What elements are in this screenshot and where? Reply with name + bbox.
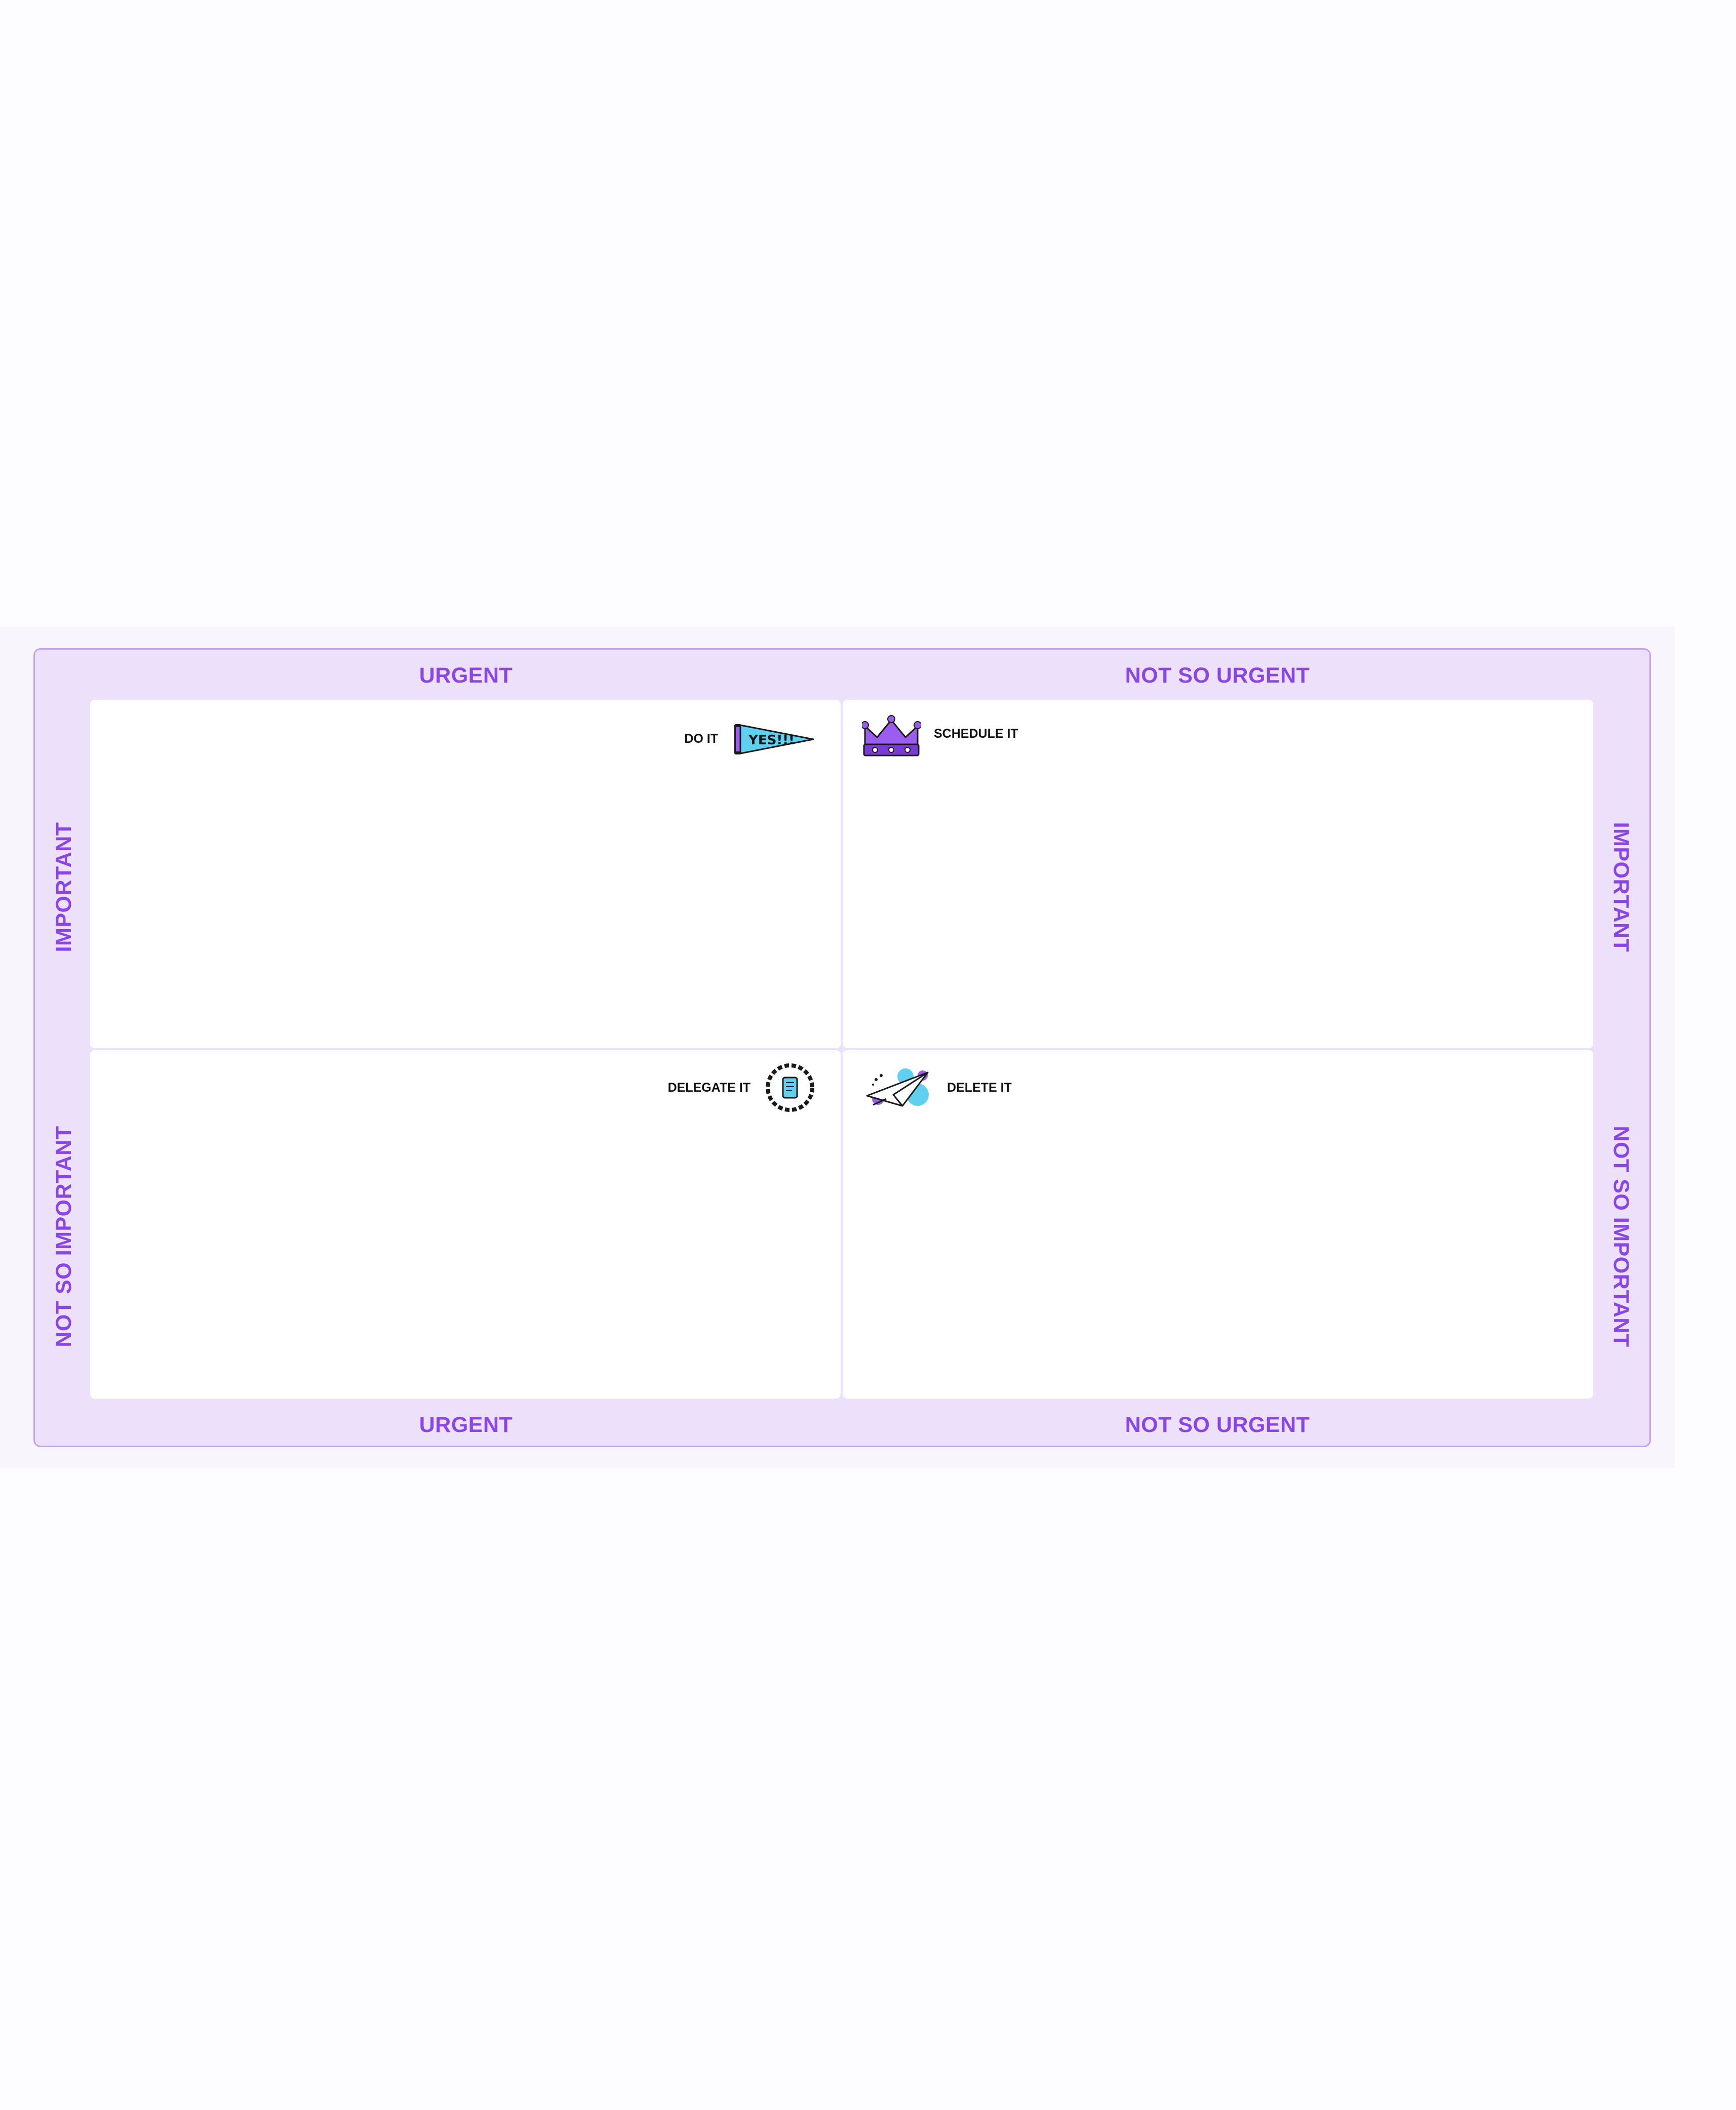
quadrant-label-delegate-it: DELEGATE IT: [667, 1080, 751, 1095]
axis-bottom-not-so-urgent: NOT SO URGENT: [1125, 1413, 1310, 1437]
axis-top-urgent: URGENT: [419, 663, 513, 688]
quadrant-label-do-it: DO IT: [684, 731, 718, 746]
axis-left-important: IMPORTANT: [52, 822, 76, 952]
paper-plane-icon: [863, 1063, 932, 1112]
axis-left-not-so-important: NOT SO IMPORTANT: [52, 1126, 76, 1347]
eisenhower-matrix-board: URGENT NOT SO URGENT URGENT NOT SO URGEN…: [33, 648, 1651, 1447]
axis-top-not-so-urgent: NOT SO URGENT: [1125, 663, 1310, 688]
axis-right-not-so-important: NOT SO IMPORTANT: [1609, 1126, 1633, 1347]
yes-pennant-icon: YES!!!: [733, 721, 814, 757]
quadrant-label-delete-it: DELETE IT: [947, 1080, 1012, 1095]
quadrant-delegate-it[interactable]: DELEGATE IT: [90, 1050, 841, 1399]
quadrant-label-schedule-it: SCHEDULE IT: [934, 726, 1018, 741]
ready-for-critique-badge-icon: [766, 1063, 814, 1112]
crown-icon: [862, 715, 921, 760]
axis-right-important: IMPORTANT: [1609, 822, 1633, 952]
quadrant-do-it[interactable]: DO IT YES!!!: [90, 699, 841, 1049]
quadrant-schedule-it[interactable]: SCHEDULE IT: [842, 699, 1594, 1049]
axis-bottom-urgent: URGENT: [419, 1413, 513, 1437]
quadrant-delete-it[interactable]: DELETE IT: [842, 1050, 1594, 1399]
pennant-text: YES!!!: [748, 733, 795, 748]
